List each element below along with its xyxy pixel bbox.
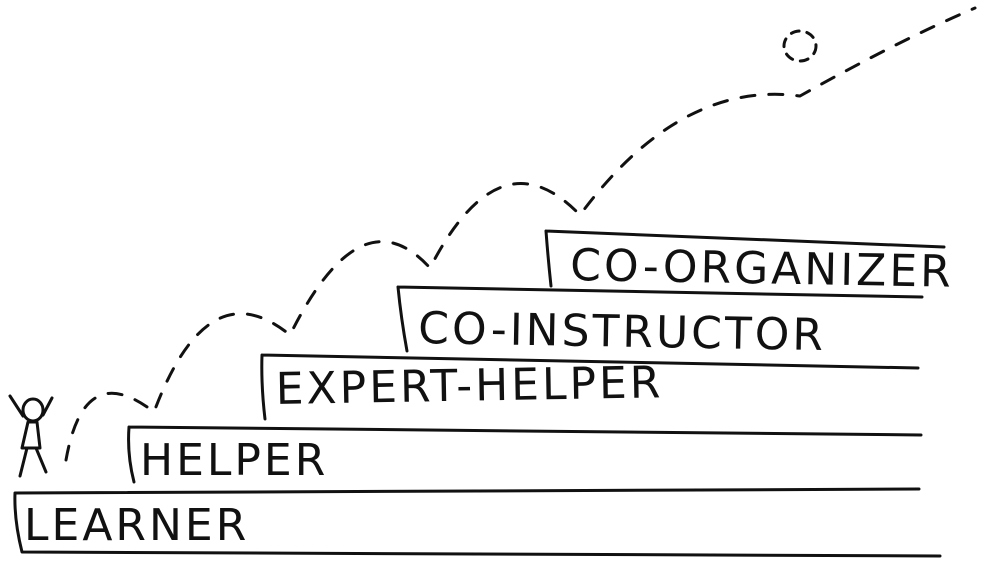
bounce-trajectory bbox=[64, 6, 977, 462]
step-label-learner: LEARNER bbox=[24, 500, 249, 551]
figure-body bbox=[20, 420, 42, 450]
step-label-co-instructor: CO-INSTRUCTOR bbox=[418, 303, 827, 361]
step-label-co-organizer: CO-ORGANIZER bbox=[570, 240, 954, 298]
step-label-expert-helper: EXPERT-HELPER bbox=[275, 357, 664, 415]
figure-head bbox=[21, 397, 45, 423]
step-learner-outline bbox=[13, 487, 942, 558]
step-co-organizer-outline bbox=[544, 229, 946, 288]
stick-figure-icon bbox=[8, 394, 54, 478]
figure-legs bbox=[18, 446, 48, 478]
step-helper-outline bbox=[127, 425, 923, 484]
step-label-helper: HELPER bbox=[140, 435, 328, 486]
ball-icon bbox=[782, 29, 818, 63]
step-co-instructor-outline bbox=[396, 285, 924, 353]
step-expert-helper-outline bbox=[260, 353, 920, 421]
step-labels: LEARNER HELPER EXPERT-HELPER CO-INSTRUCT… bbox=[24, 240, 954, 551]
figure-arms bbox=[8, 394, 54, 418]
staircase bbox=[13, 229, 946, 558]
